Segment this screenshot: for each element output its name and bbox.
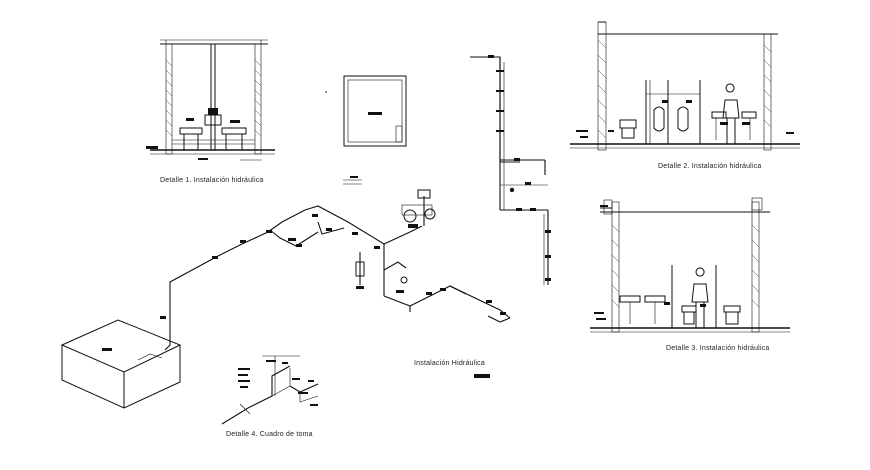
detail-3-elevation bbox=[590, 197, 790, 333]
detail-3-label: Detalle 3. Instalación hidráulica bbox=[666, 345, 770, 352]
plan-detail bbox=[325, 75, 407, 185]
riser-diagram bbox=[470, 55, 551, 285]
main-title-label: Instalación Hidráulica bbox=[414, 360, 485, 367]
detail-1-label: Detalle 1. Instalación hidráulica bbox=[160, 177, 264, 184]
detail-2-label: Detalle 2. Instalación hidráulica bbox=[658, 163, 762, 170]
detail-4-label: Detalle 4. Cuadro de toma bbox=[226, 431, 313, 438]
detail-1-elevation bbox=[146, 39, 275, 161]
isometric-installation bbox=[60, 189, 511, 409]
detail-4-intake bbox=[221, 355, 319, 425]
detail-2-elevation bbox=[570, 21, 800, 151]
